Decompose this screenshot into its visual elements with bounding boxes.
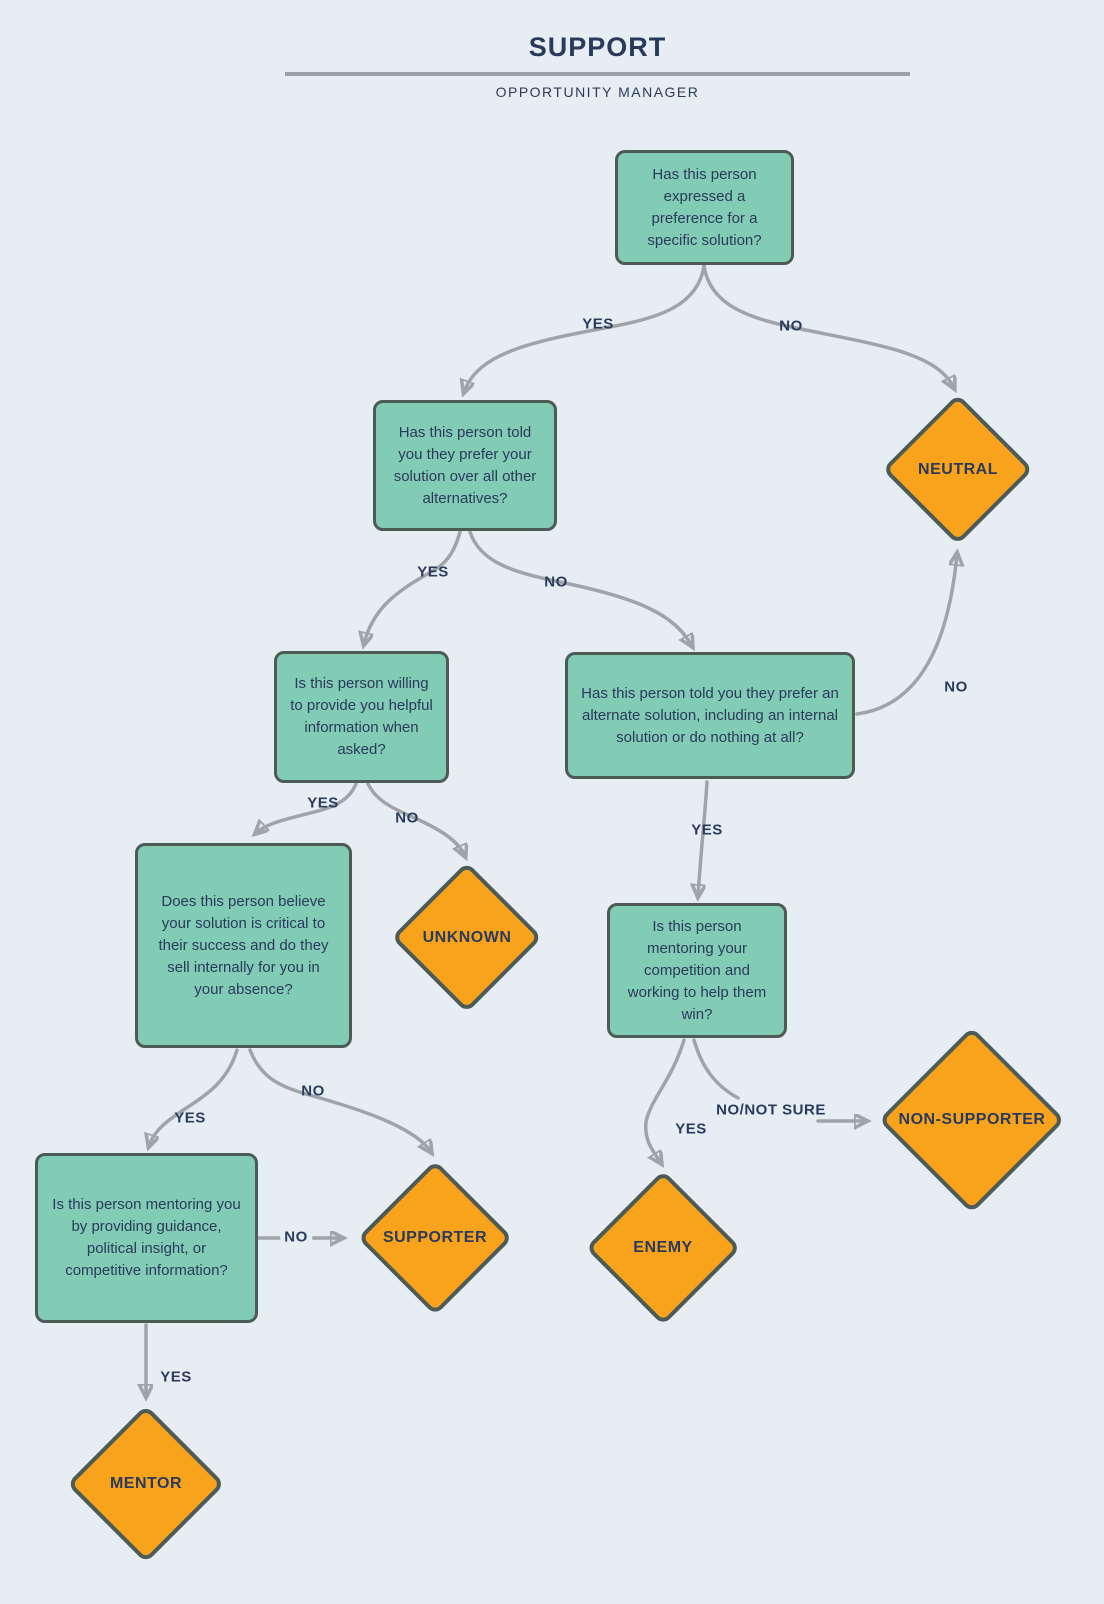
question-willing-to-provide-info: Is this person willing to provide you he… [274,651,449,783]
question-prefer-your-solution: Has this person told you they prefer you… [373,400,557,531]
edge-q4-q6-yes [698,780,709,896]
edge-q1-neutral-no [702,264,954,388]
edge-q6-enemy-yes [644,1038,686,1163]
outcome-enemy: ENEMY [584,1169,742,1327]
edge-label-yes: YES [582,315,614,333]
edge-q3-unknown-no [366,782,465,856]
edge-label-no: NO [301,1082,325,1100]
edge-label-yes: YES [691,821,723,839]
outcome-label: NEUTRAL [918,461,998,478]
outcome-label: MENTOR [109,1475,183,1492]
question-text: Has this person expressed a preference f… [647,165,762,249]
question-prefer-alternate-solution: Has this person told you they prefer an … [565,652,855,779]
question-expressed-preference: Has this person expressed a preference f… [615,150,794,265]
edge-q3-q5-yes [256,782,358,833]
edge-q1-q2-yes [464,264,706,392]
question-text: Has this person told you they prefer an … [581,684,839,746]
edge-label-no: NO [779,317,803,335]
question-mentoring-competition: Is this person mentoring your competitio… [607,903,787,1038]
edge-label-yes: YES [675,1120,707,1138]
edge-label-no: NO [544,573,568,591]
outcome-label: NON-SUPPORTER [898,1111,1046,1128]
edge-q2-q4-no [468,530,692,646]
question-text: Has this person told you they prefer you… [393,423,537,507]
edge-label-no: NO [395,809,419,827]
outcome-non-supporter: NON-SUPPORTER [878,1026,1066,1214]
question-text: Does this person believe your solution i… [158,892,329,998]
question-text: Is this person mentoring you by providin… [52,1196,241,1279]
question-solution-critical-to-success: Does this person believe your solution i… [135,843,352,1048]
edge-label-no-not-sure: NO/NOT SURE [716,1101,826,1119]
edge-label-yes: YES [417,563,449,581]
question-text: Is this person willing to provide you he… [290,675,433,758]
outcome-label: SUPPORTER [382,1229,488,1246]
page-subtitle: OPPORTUNITY MANAGER [495,84,700,100]
outcome-neutral: NEUTRAL [882,394,1034,546]
outcome-supporter: SUPPORTER [356,1159,514,1317]
edge-label-no: NO [944,678,968,696]
edge-label-no: NO [280,1228,312,1246]
edge-q2-q3-yes [364,530,462,644]
outcome-mentor: MENTOR [67,1405,225,1563]
edge-q4-neutral-no [855,554,957,716]
title-divider [285,72,910,76]
outcome-label: ENEMY [633,1239,693,1256]
edge-label-yes: YES [160,1368,192,1386]
edge-label-yes: YES [307,794,339,812]
page-title: SUPPORT [528,32,667,62]
question-text: Is this person mentoring your competitio… [627,917,767,1023]
question-mentoring-you: Is this person mentoring you by providin… [35,1153,258,1323]
outcome-label: UNKNOWN [422,929,512,946]
edge-q5-q7-yes [149,1048,239,1146]
outcome-unknown: UNKNOWN [391,862,543,1014]
edge-q5-supporter-no [248,1048,431,1152]
edge-q6-nonsupporter-curve [692,1038,740,1100]
edge-label-yes: YES [174,1109,206,1127]
